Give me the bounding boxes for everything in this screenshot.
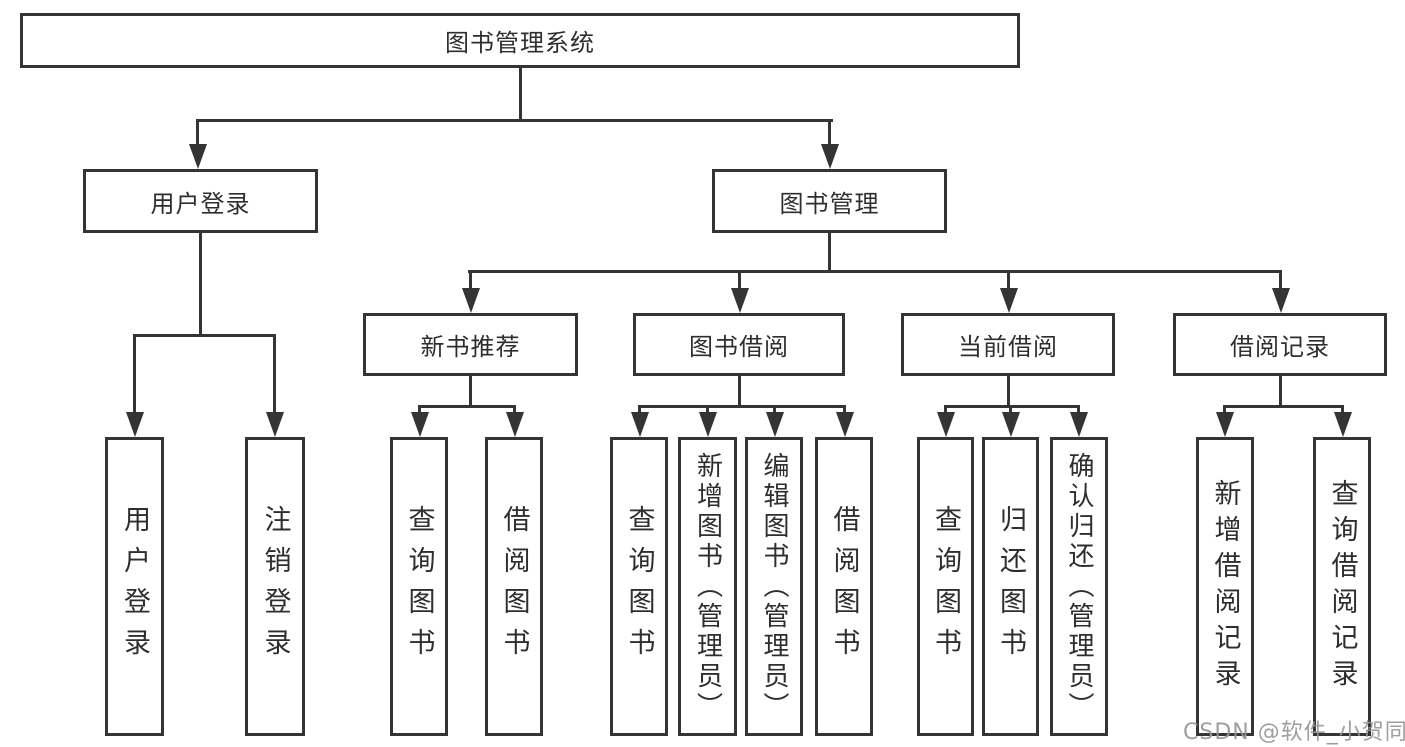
arrow-to-current	[1000, 288, 1018, 313]
node-new-book-recommend-label: 新书推荐	[420, 333, 521, 361]
leaf-newbooks-query: 查询图书	[390, 437, 448, 736]
arrow-to-user-login	[189, 144, 207, 169]
arrow-to-book-mgmt	[821, 144, 839, 169]
leaf-borrowing-query-label: 查询图书	[623, 504, 655, 669]
leaf-current-confirm-return-admin: 确认归还（管理员）	[1050, 437, 1108, 736]
leaf-newbooks-query-label: 查询图书	[403, 504, 435, 669]
leaf-logout-label: 注销登录	[259, 504, 291, 669]
node-new-book-recommend: 新书推荐	[363, 313, 578, 376]
arrow-newbooks-query	[411, 412, 429, 437]
leaf-borrowing-borrow: 借阅图书	[815, 437, 873, 736]
edge-root-stem	[519, 67, 522, 121]
edge-root-split	[196, 119, 833, 122]
edge-current-split	[944, 405, 1080, 408]
node-book-management: 图书管理	[712, 169, 947, 233]
leaf-newbooks-borrow-label: 借阅图书	[498, 504, 530, 669]
leaf-borrowing-add-admin-label: 新增图书（管理员）	[692, 451, 723, 722]
arrow-borrowing-borrow	[836, 412, 854, 437]
edge-user-login-stem	[199, 233, 202, 336]
leaf-newbooks-borrow: 借阅图书	[485, 437, 543, 736]
edge-current-c2-stem	[1009, 405, 1012, 416]
node-user-login: 用户登录	[83, 169, 318, 233]
edge-to-records-stem	[1279, 270, 1282, 292]
edge-newbooks-stem	[469, 375, 472, 408]
leaf-borrowing-query: 查询图书	[610, 437, 668, 736]
arrow-current-confirm	[1070, 412, 1088, 437]
edge-leaf-logout-stem	[273, 334, 276, 414]
arrow-to-newbooks	[462, 288, 480, 313]
edge-records-stem	[1279, 375, 1282, 408]
leaf-borrowing-add-admin: 新增图书（管理员）	[678, 437, 737, 736]
arrow-leaf-user-login	[126, 412, 144, 437]
edge-leaf-user-login-stem	[133, 334, 136, 414]
edge-borrowing-c4-stem	[843, 405, 846, 416]
node-book-management-label: 图书管理	[779, 189, 880, 218]
node-book-borrowing-label: 图书借阅	[689, 333, 789, 361]
edge-borrowing-c2-stem	[706, 405, 709, 416]
edge-newbooks-c2-stem	[513, 405, 516, 416]
leaf-user-login: 用户登录	[105, 437, 164, 736]
node-root: 图书管理系统	[20, 13, 1020, 68]
edge-to-user-login-stem	[196, 119, 199, 147]
edge-newbooks-c1-stem	[418, 405, 421, 416]
node-current-borrowing: 当前借阅	[901, 313, 1115, 376]
arrow-current-query	[937, 412, 955, 437]
node-borrow-records: 借阅记录	[1173, 313, 1387, 376]
leaf-user-login-label: 用户登录	[119, 504, 150, 669]
node-user-login-label: 用户登录	[150, 189, 251, 218]
edge-newbooks-split	[418, 405, 516, 408]
edge-current-stem	[1007, 375, 1010, 408]
arrow-records-add	[1216, 412, 1234, 437]
arrow-borrowing-query	[631, 412, 649, 437]
node-book-borrowing: 图书借阅	[633, 313, 845, 376]
leaf-records-query: 查询借阅记录	[1313, 437, 1371, 736]
arrow-to-records	[1272, 288, 1290, 313]
arrow-borrowing-edit	[766, 412, 784, 437]
arrow-newbooks-borrow	[506, 412, 524, 437]
leaf-current-query: 查询图书	[917, 437, 974, 736]
node-current-borrowing-label: 当前借阅	[958, 333, 1058, 361]
leaf-current-query-label: 查询图书	[930, 504, 961, 669]
edge-borrowing-c1-stem	[638, 405, 641, 416]
edge-current-c1-stem	[944, 405, 947, 416]
edge-book-mgmt-stem	[828, 233, 831, 272]
arrow-records-query	[1334, 412, 1352, 437]
leaf-current-return-label: 归还图书	[995, 504, 1026, 669]
edge-borrowing-split	[638, 405, 846, 408]
edge-to-newbooks-stem	[469, 270, 472, 292]
arrow-leaf-logout	[266, 412, 284, 437]
edge-records-split	[1223, 405, 1344, 408]
arrow-to-borrowing	[731, 288, 749, 313]
arrow-borrowing-add	[699, 412, 717, 437]
leaf-borrowing-borrow-label: 借阅图书	[828, 504, 860, 669]
csdn-watermark: CSDN @软件_小贺同学	[1183, 720, 1405, 745]
edge-current-c3-stem	[1077, 405, 1080, 416]
leaf-records-query-label: 查询借阅记录	[1326, 478, 1358, 695]
edge-borrowing-c3-stem	[773, 405, 776, 416]
leaf-records-add: 新增借阅记录	[1196, 437, 1254, 736]
edge-to-borrowing-stem	[738, 270, 741, 292]
leaf-current-confirm-return-admin-label: 确认归还（管理员）	[1064, 451, 1094, 722]
edge-user-login-split	[133, 334, 276, 337]
edge-records-c1-stem	[1223, 405, 1226, 416]
leaf-borrowing-edit-admin: 编辑图书（管理员）	[745, 437, 803, 736]
edge-borrowing-stem	[738, 375, 741, 408]
edge-to-current-stem	[1007, 270, 1010, 292]
node-borrow-records-label: 借阅记录	[1230, 333, 1330, 361]
node-root-label: 图书管理系统	[445, 29, 595, 57]
leaf-borrowing-edit-admin-label: 编辑图书（管理员）	[759, 451, 789, 722]
leaf-records-add-label: 新增借阅记录	[1209, 478, 1241, 695]
edge-book-mgmt-split	[468, 270, 1282, 273]
leaf-current-return: 归还图书	[982, 437, 1039, 736]
leaf-logout: 注销登录	[245, 437, 305, 736]
arrow-current-return	[1002, 412, 1020, 437]
edge-records-c2-stem	[1341, 405, 1344, 416]
edge-to-book-mgmt-stem	[828, 119, 831, 147]
